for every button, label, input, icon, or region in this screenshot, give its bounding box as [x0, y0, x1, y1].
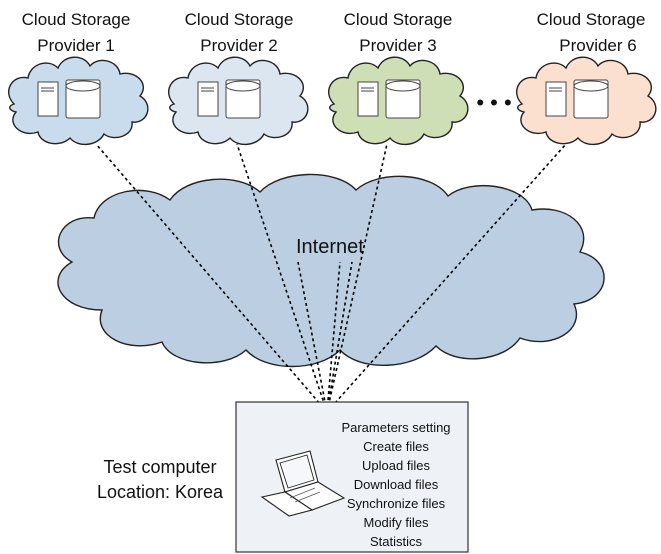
internet-cloud — [57, 173, 605, 368]
link-internet-right — [326, 261, 353, 413]
test-computer-panel — [235, 401, 469, 553]
provider-1: Cloud Storage Provider 1 — [8, 10, 149, 146]
provider-3-title: Cloud Storage — [344, 10, 453, 29]
test-computer: Parameters setting Create files Upload f… — [235, 401, 469, 553]
provider-2-subtitle: Provider 2 — [200, 36, 277, 55]
test-computer-location: Location: Korea — [97, 482, 224, 502]
task-item: Create files — [363, 439, 429, 454]
provider-2-title: Cloud Storage — [185, 10, 294, 29]
link-internet-left — [297, 261, 328, 413]
connection-lines — [95, 143, 567, 413]
server-icon — [357, 81, 379, 117]
task-list: Parameters setting Create files Upload f… — [341, 420, 450, 549]
provider-1-title: Cloud Storage — [22, 10, 131, 29]
provider-3-subtitle: Provider 3 — [359, 36, 436, 55]
task-item: Upload files — [362, 458, 430, 473]
link-internet-mid — [326, 261, 341, 413]
task-item: Modify files — [363, 515, 429, 530]
internet-label: Internet — [296, 236, 364, 258]
provider-6-title: Cloud Storage — [537, 10, 646, 29]
server-icon — [197, 81, 219, 117]
server-icon — [545, 81, 567, 117]
provider-2: Cloud Storage Provider 2 — [168, 10, 309, 146]
link-provider-3 — [326, 143, 388, 413]
server-icon — [37, 81, 59, 117]
link-provider-1 — [95, 143, 328, 413]
ellipsis-dots: • • • — [476, 90, 511, 115]
provider-6: Cloud Storage Provider 6 — [516, 10, 657, 146]
provider-1-subtitle: Provider 1 — [37, 36, 114, 55]
provider-6-subtitle: Provider 6 — [559, 36, 636, 55]
task-item: Synchronize files — [347, 496, 446, 511]
database-icon — [225, 79, 261, 119]
database-icon — [65, 79, 101, 119]
link-provider-2 — [236, 143, 328, 413]
test-computer-label: Test computer — [103, 457, 216, 477]
task-item: Parameters setting — [341, 420, 450, 435]
laptop-icon — [260, 450, 346, 517]
database-icon — [573, 79, 609, 119]
database-icon — [385, 79, 421, 119]
provider-3: Cloud Storage Provider 3 — [328, 10, 469, 146]
task-item: Statistics — [370, 534, 423, 549]
task-item: Download files — [354, 477, 439, 492]
